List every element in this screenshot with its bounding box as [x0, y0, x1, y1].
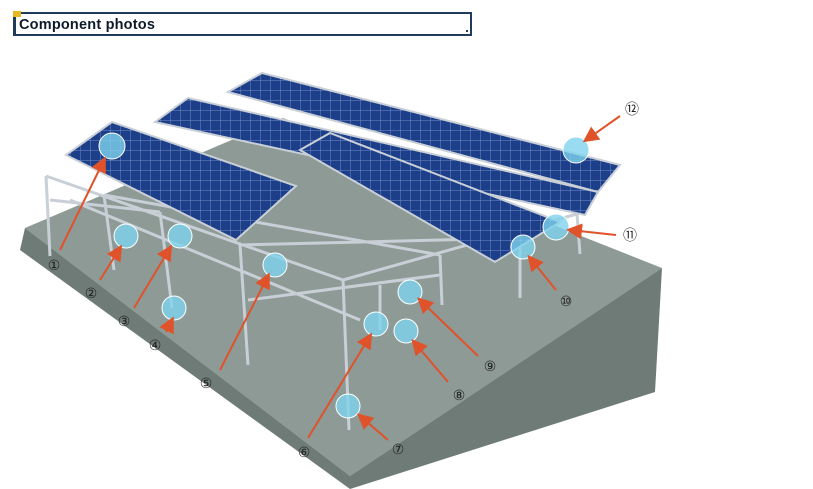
highlight-9	[397, 279, 423, 305]
highlight-4	[161, 295, 187, 321]
callout-6-label: ⑥	[298, 445, 311, 461]
arrow-8	[411, 338, 449, 383]
arrow-12	[582, 115, 621, 143]
callout-5-label: ⑤	[200, 376, 213, 392]
concrete-base-front	[20, 228, 350, 489]
highlight-1	[98, 132, 126, 160]
arrow-3	[133, 244, 173, 309]
concrete-base-side	[350, 268, 662, 489]
arrow-9	[417, 297, 479, 357]
callout-3-label: ③	[118, 314, 131, 330]
highlight-5	[262, 252, 288, 278]
highlight-3	[167, 223, 193, 249]
title-bar: Component photos	[13, 11, 472, 36]
callout-10-label: ⑩	[560, 294, 573, 310]
arrow-10	[527, 254, 557, 291]
panel-row-back	[225, 71, 622, 194]
callout-arrows	[59, 115, 621, 441]
callout-11-label: ⑪	[623, 228, 637, 244]
highlight-2	[113, 223, 139, 249]
callout-1-label: ①	[48, 258, 61, 274]
highlight-11	[542, 213, 570, 241]
highlight-circles	[98, 132, 590, 419]
highlight-7	[335, 393, 361, 419]
callout-8-label: ⑧	[453, 388, 466, 404]
title-dot	[466, 30, 468, 32]
page-title: Component photos	[19, 17, 156, 33]
highlight-6	[363, 311, 389, 337]
highlight-8	[393, 318, 419, 344]
callout-4-label: ④	[149, 338, 162, 354]
arrow-7	[356, 413, 389, 441]
arrow-11	[566, 223, 617, 240]
arrow-5	[219, 272, 270, 371]
callout-2-label: ②	[85, 286, 98, 302]
arrow-1	[59, 156, 106, 251]
mounting-structure	[44, 174, 582, 431]
callout-12-label: ⑫	[625, 102, 639, 118]
callout-9-label: ⑨	[484, 359, 497, 375]
arrow-6	[307, 332, 373, 439]
callout-labels: ① ② ③ ④ ⑤ ⑥ ⑦ ⑧ ⑨ ⑩ ⑪ ⑫	[48, 102, 639, 461]
title-corner-mark	[13, 11, 21, 17]
highlight-12	[562, 136, 590, 164]
arrow-4	[159, 316, 174, 335]
callout-7-label: ⑦	[392, 442, 405, 458]
highlight-10	[510, 234, 536, 260]
arrow-2	[99, 244, 123, 281]
